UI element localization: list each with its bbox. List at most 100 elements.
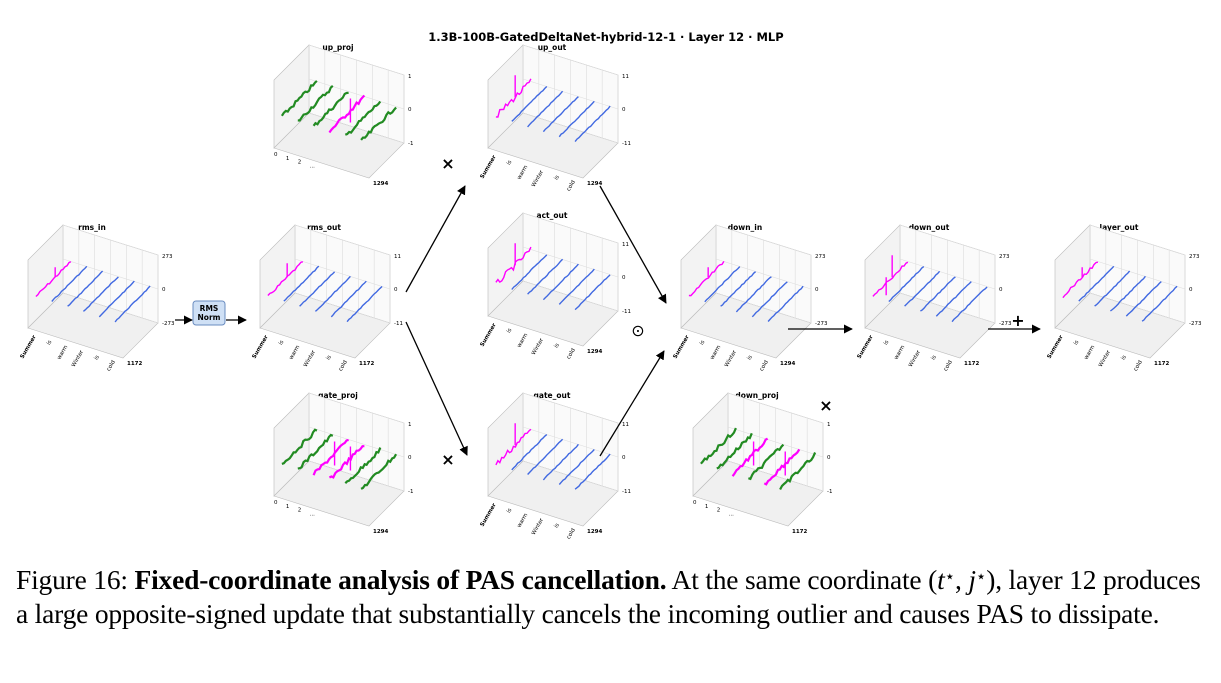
z-tick-top: 11 <box>622 242 629 248</box>
z-tick-bottom: -11 <box>394 321 403 327</box>
x-tick: 1 <box>705 504 709 510</box>
arrow-up-to-down-in <box>599 185 667 304</box>
series-line-5 <box>767 285 804 322</box>
token-label: is <box>931 354 938 361</box>
series-line-5 <box>574 453 611 490</box>
arrow-gate-to-down-in <box>599 350 665 457</box>
panel-series <box>267 261 383 323</box>
token-label: is <box>554 522 561 529</box>
series-line-0 <box>1062 261 1099 299</box>
panel-title: down_proj <box>735 391 778 400</box>
z-tick-mid: 0 <box>408 107 412 113</box>
z-tick-mid: 0 <box>622 275 626 281</box>
series-line-0 <box>267 261 304 296</box>
series-line-2 <box>527 90 564 128</box>
token-label: is <box>554 174 561 181</box>
series-line-1 <box>511 254 548 290</box>
token-label: Summer <box>1047 334 1065 360</box>
z-tick-top: 273 <box>162 254 173 260</box>
series-line-0 <box>281 428 318 465</box>
token-label: Winter <box>531 517 546 536</box>
series-line-5 <box>574 105 611 143</box>
series-line-0 <box>35 261 72 298</box>
rms-norm-label-2: Norm <box>198 313 221 322</box>
z-tick-bottom: -273 <box>1189 321 1202 327</box>
x-tick: ... <box>310 511 315 517</box>
z-tick-mid: 0 <box>1189 287 1193 293</box>
depth-tick: 1294 <box>587 529 602 535</box>
series-line-4 <box>330 280 367 318</box>
series-line-4 <box>751 281 788 318</box>
series-line-3 <box>328 94 366 134</box>
panel-title: down_in <box>728 223 762 232</box>
panel-title: rms_in <box>78 223 106 232</box>
token-label: is <box>326 354 333 361</box>
token-label: Summer <box>480 502 498 528</box>
series-line-3 <box>82 276 119 312</box>
z-tick-bottom: -1 <box>827 489 832 495</box>
token-label: warm <box>1083 345 1096 361</box>
depth-tick: 1172 <box>127 361 142 367</box>
x-tick: 0 <box>274 500 278 506</box>
series-line-2 <box>312 438 349 476</box>
panel-title: down_out <box>909 223 950 232</box>
panel-axes <box>487 44 619 179</box>
token-label: is <box>1121 354 1128 361</box>
token-label: cold <box>106 360 117 373</box>
series-line-3 <box>542 443 579 481</box>
caption-star-1: ⋆ <box>944 567 956 586</box>
token-label: cold <box>566 528 577 541</box>
token-label: warm <box>709 345 722 361</box>
series-line-4 <box>558 449 595 485</box>
series-line-0 <box>872 261 909 297</box>
panel-series <box>872 255 988 323</box>
x-tick: ... <box>310 163 315 169</box>
panel-axes <box>864 224 996 359</box>
z-tick-top: 1 <box>408 422 412 428</box>
depth-tick: 1294 <box>780 361 795 367</box>
z-tick-mid: 0 <box>999 287 1003 293</box>
token-label: is <box>506 507 513 514</box>
z-tick-top: 273 <box>999 254 1010 260</box>
series-line-2 <box>1094 270 1131 307</box>
series-line-4 <box>558 100 595 138</box>
z-tick-bottom: -273 <box>999 321 1012 327</box>
times-operator-down: × <box>819 396 832 415</box>
x-tick: 2 <box>717 508 721 514</box>
x-tick: 0 <box>693 500 697 506</box>
panel-title: gate_proj <box>318 391 358 400</box>
series-line-3 <box>314 275 351 312</box>
token-label: Winter <box>303 349 318 368</box>
token-label: is <box>46 339 53 346</box>
panel-gate_proj: gate_proj10-11294012... <box>273 391 413 535</box>
z-tick-mid: 0 <box>408 455 412 461</box>
series-line-2 <box>527 258 564 295</box>
token-label: is <box>699 339 706 346</box>
rms-norm-label-1: RMS <box>200 304 219 313</box>
token-label: warm <box>516 513 529 529</box>
series-line-3 <box>920 276 956 312</box>
z-tick-bottom: -273 <box>815 321 828 327</box>
z-tick-mid: 0 <box>827 455 831 461</box>
x-tick: 2 <box>298 160 302 166</box>
token-label: cold <box>759 360 770 373</box>
series-line-0 <box>280 80 318 117</box>
z-tick-bottom: -1 <box>408 489 413 495</box>
z-tick-mid: 0 <box>622 455 626 461</box>
x-tick: 1 <box>286 504 290 510</box>
panel-title: gate_out <box>534 391 571 400</box>
depth-tick: 1172 <box>1154 361 1169 367</box>
token-label: Winter <box>531 169 546 188</box>
series-line-5 <box>951 286 988 323</box>
depth-tick: 1294 <box>587 349 602 355</box>
token-label: cold <box>1133 360 1144 373</box>
token-label: is <box>747 354 754 361</box>
z-tick-bottom: -11 <box>622 309 631 315</box>
series-line-0 <box>495 78 532 118</box>
series-line-2 <box>312 91 349 127</box>
